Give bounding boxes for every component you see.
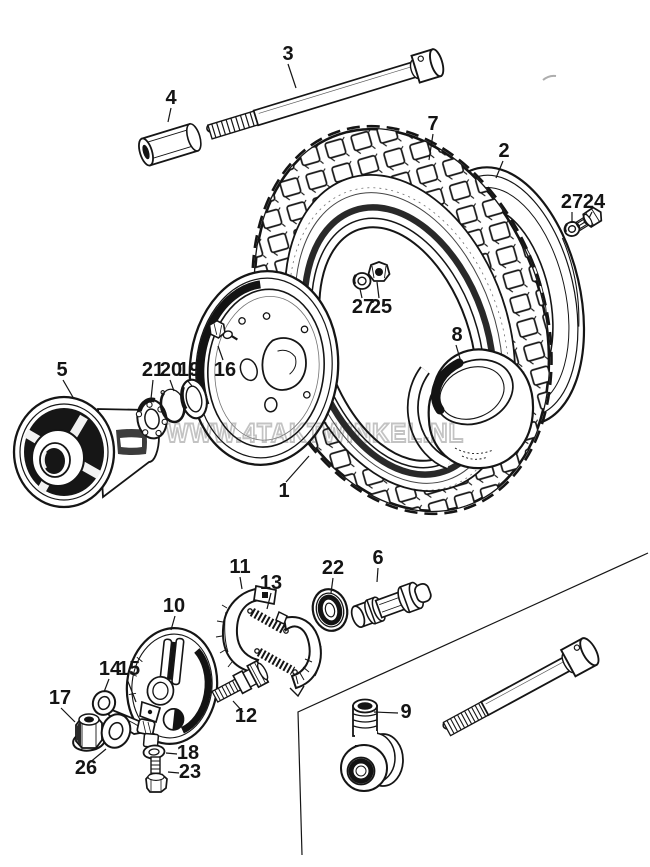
callout-10: 10 bbox=[163, 595, 185, 617]
callout-12: 12 bbox=[235, 705, 257, 727]
callout-7: 7 bbox=[427, 113, 438, 135]
part-25-nut bbox=[367, 261, 391, 282]
part-5-hub bbox=[12, 395, 160, 509]
callout-8: 8 bbox=[451, 324, 462, 346]
scan-smudge bbox=[542, 74, 557, 81]
part-11-brake-shoe-left bbox=[215, 584, 277, 674]
callout-25: 25 bbox=[370, 296, 392, 318]
part-13-brake-shoe-right bbox=[275, 610, 322, 698]
callouts: 3 4 7 2 27 24 27 25 8 5 21 20 19 16 1 10… bbox=[49, 43, 606, 783]
callout-26: 26 bbox=[75, 757, 97, 779]
part-23-bolt bbox=[145, 756, 168, 793]
callout-18: 18 bbox=[177, 742, 199, 764]
part-9-anchor-joint bbox=[340, 698, 404, 792]
callout-14: 14 bbox=[99, 658, 122, 680]
part-6-spindle bbox=[350, 581, 432, 629]
watermark-text: WWW.4TAKTWINKEL.NL bbox=[166, 418, 464, 448]
callout-24: 24 bbox=[583, 191, 606, 213]
callout-2: 2 bbox=[498, 140, 509, 162]
callout-3: 3 bbox=[282, 43, 293, 65]
callout-4: 4 bbox=[165, 87, 177, 109]
callout-23: 23 bbox=[179, 761, 201, 783]
part-18-washer bbox=[142, 744, 166, 760]
callout-6: 6 bbox=[372, 547, 383, 569]
part-4-spacer bbox=[138, 122, 202, 167]
callout-27-mid: 27 bbox=[352, 296, 374, 318]
callout-9: 9 bbox=[400, 701, 411, 723]
callout-20: 20 bbox=[160, 359, 182, 381]
part-1-wheel-rim-left bbox=[188, 270, 340, 466]
part-16-bolt bbox=[208, 319, 238, 341]
callout-27-upper: 27 bbox=[561, 191, 583, 213]
callout-22: 22 bbox=[322, 557, 344, 579]
callout-1: 1 bbox=[278, 480, 289, 502]
long-bolt bbox=[442, 637, 600, 737]
part-22-seal bbox=[311, 588, 349, 632]
callout-19: 19 bbox=[178, 359, 200, 381]
part-8-hub-cover bbox=[406, 348, 535, 470]
leader-lines bbox=[60, 63, 593, 774]
part-17-nut bbox=[72, 713, 106, 752]
callout-17: 17 bbox=[49, 687, 71, 709]
part-19-seal-ring bbox=[180, 378, 208, 420]
callout-13: 13 bbox=[260, 572, 282, 594]
part-12-adjuster bbox=[211, 659, 270, 703]
frame-corner-line bbox=[297, 552, 649, 856]
brake-shoe-springs bbox=[247, 608, 298, 675]
callout-16: 16 bbox=[214, 359, 236, 381]
part-27-washer-mid bbox=[352, 272, 372, 290]
callout-15: 15 bbox=[118, 658, 140, 680]
callout-11: 11 bbox=[229, 556, 250, 578]
part-26-washer bbox=[100, 713, 132, 749]
callout-21: 21 bbox=[142, 359, 164, 381]
part-3-axle-bolt bbox=[206, 48, 445, 140]
part-21-bearing bbox=[135, 397, 168, 440]
callout-5: 5 bbox=[56, 359, 67, 381]
part-15-cam-plate bbox=[139, 700, 162, 724]
